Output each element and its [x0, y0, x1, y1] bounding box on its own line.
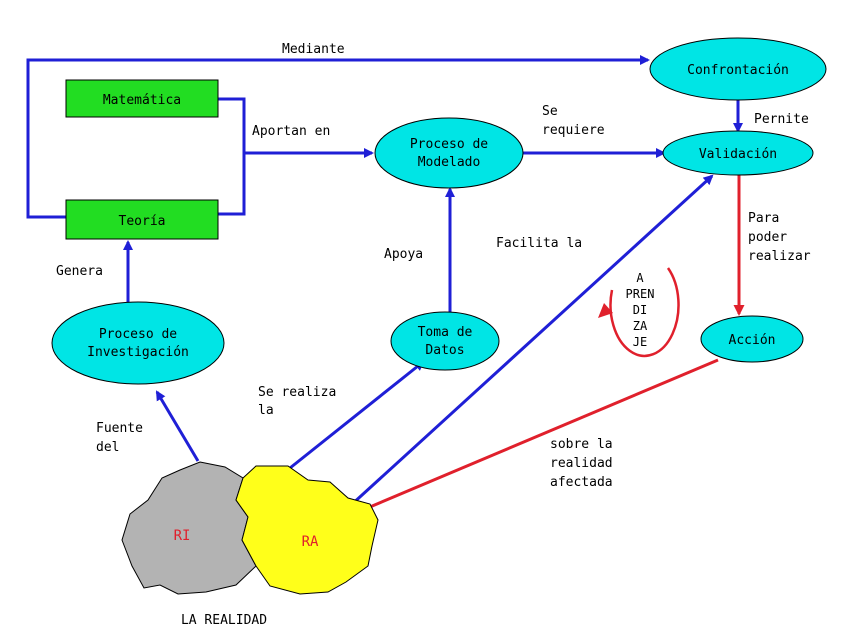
- edge-realidad-validacion: [348, 174, 714, 508]
- node-validacion-label: Validación: [699, 147, 777, 162]
- node-validacion: Validación: [662, 130, 814, 176]
- edge-realidad-investigacion: [155, 390, 200, 462]
- edge-matematica-merge: [218, 97, 246, 153]
- node-proceso-modelado-line1: Proceso de: [410, 137, 488, 152]
- label-fuente: Fuente: [96, 421, 143, 436]
- label-aportan-en: Aportan en: [252, 124, 330, 139]
- aprendizaje-cycle-arrowhead: [598, 303, 613, 318]
- label-poder: poder: [748, 230, 787, 245]
- node-confrontacion: Confrontación: [649, 37, 827, 101]
- reality-caption: LA REALIDAD: [181, 613, 267, 628]
- edge-group-red: [356, 175, 745, 514]
- node-proceso-modelado: Proceso de Modelado: [374, 117, 524, 189]
- node-proceso-investigacion-line2: Investigación: [87, 345, 189, 360]
- label-sobre-la: sobre la: [550, 437, 613, 452]
- node-proceso-investigacion-line1: Proceso de: [99, 327, 177, 342]
- reality-ri-label: RI: [174, 528, 191, 544]
- node-toma-datos-line2: Datos: [425, 343, 464, 358]
- reality-shape: RI RA: [121, 461, 379, 595]
- node-accion: Acción: [700, 315, 804, 363]
- edge-accion-realidad: [356, 358, 719, 514]
- label-afectada: afectada: [550, 475, 613, 490]
- label-la: la: [258, 403, 274, 418]
- label-facilita-la: Facilita la: [496, 236, 582, 251]
- aprendizaje-line-4: ZA: [633, 319, 648, 333]
- aprendizaje-line-1: A: [636, 271, 644, 285]
- edge-teoria-confrontacion: [26, 55, 650, 219]
- label-apoya: Apoya: [384, 247, 423, 262]
- edge-teoria-merge: [218, 153, 246, 216]
- label-se-requiere-1: Se: [542, 104, 558, 119]
- label-pernite: Pernite: [754, 112, 809, 127]
- node-accion-label: Acción: [729, 333, 776, 348]
- label-se-requiere-2: requiere: [542, 123, 605, 138]
- edge-realidad-datos: [289, 360, 425, 470]
- node-proceso-investigacion: Proceso de Investigación: [51, 301, 225, 385]
- box-matematica: Matemática: [65, 79, 219, 118]
- box-matematica-label: Matemática: [103, 93, 181, 108]
- aprendizaje-line-5: JE: [633, 335, 647, 349]
- label-para: Para: [748, 211, 779, 226]
- label-del: del: [96, 440, 119, 455]
- node-proceso-modelado-line2: Modelado: [418, 155, 481, 170]
- node-toma-datos: Toma de Datos: [390, 311, 500, 371]
- node-toma-datos-line1: Toma de: [418, 325, 473, 340]
- aprendizaje-cycle: [609, 267, 680, 358]
- node-confrontacion-label: Confrontación: [687, 63, 789, 78]
- label-genera: Genera: [56, 264, 103, 279]
- edge-group: [26, 55, 743, 508]
- reality-ra-region: [235, 465, 379, 595]
- box-teoria-label: Teoría: [119, 214, 166, 229]
- label-realizar: realizar: [748, 249, 811, 264]
- label-se-realiza: Se realiza: [258, 385, 336, 400]
- box-teoria: Teoría: [65, 199, 219, 240]
- aprendizaje-line-3: DI: [633, 303, 647, 317]
- aprendizaje-label: A PREN DI ZA JE: [626, 271, 655, 349]
- reality-ra-label: RA: [302, 534, 319, 550]
- label-realidad: realidad: [550, 456, 613, 471]
- label-mediante: Mediante: [282, 42, 345, 57]
- aprendizaje-line-2: PREN: [626, 287, 655, 301]
